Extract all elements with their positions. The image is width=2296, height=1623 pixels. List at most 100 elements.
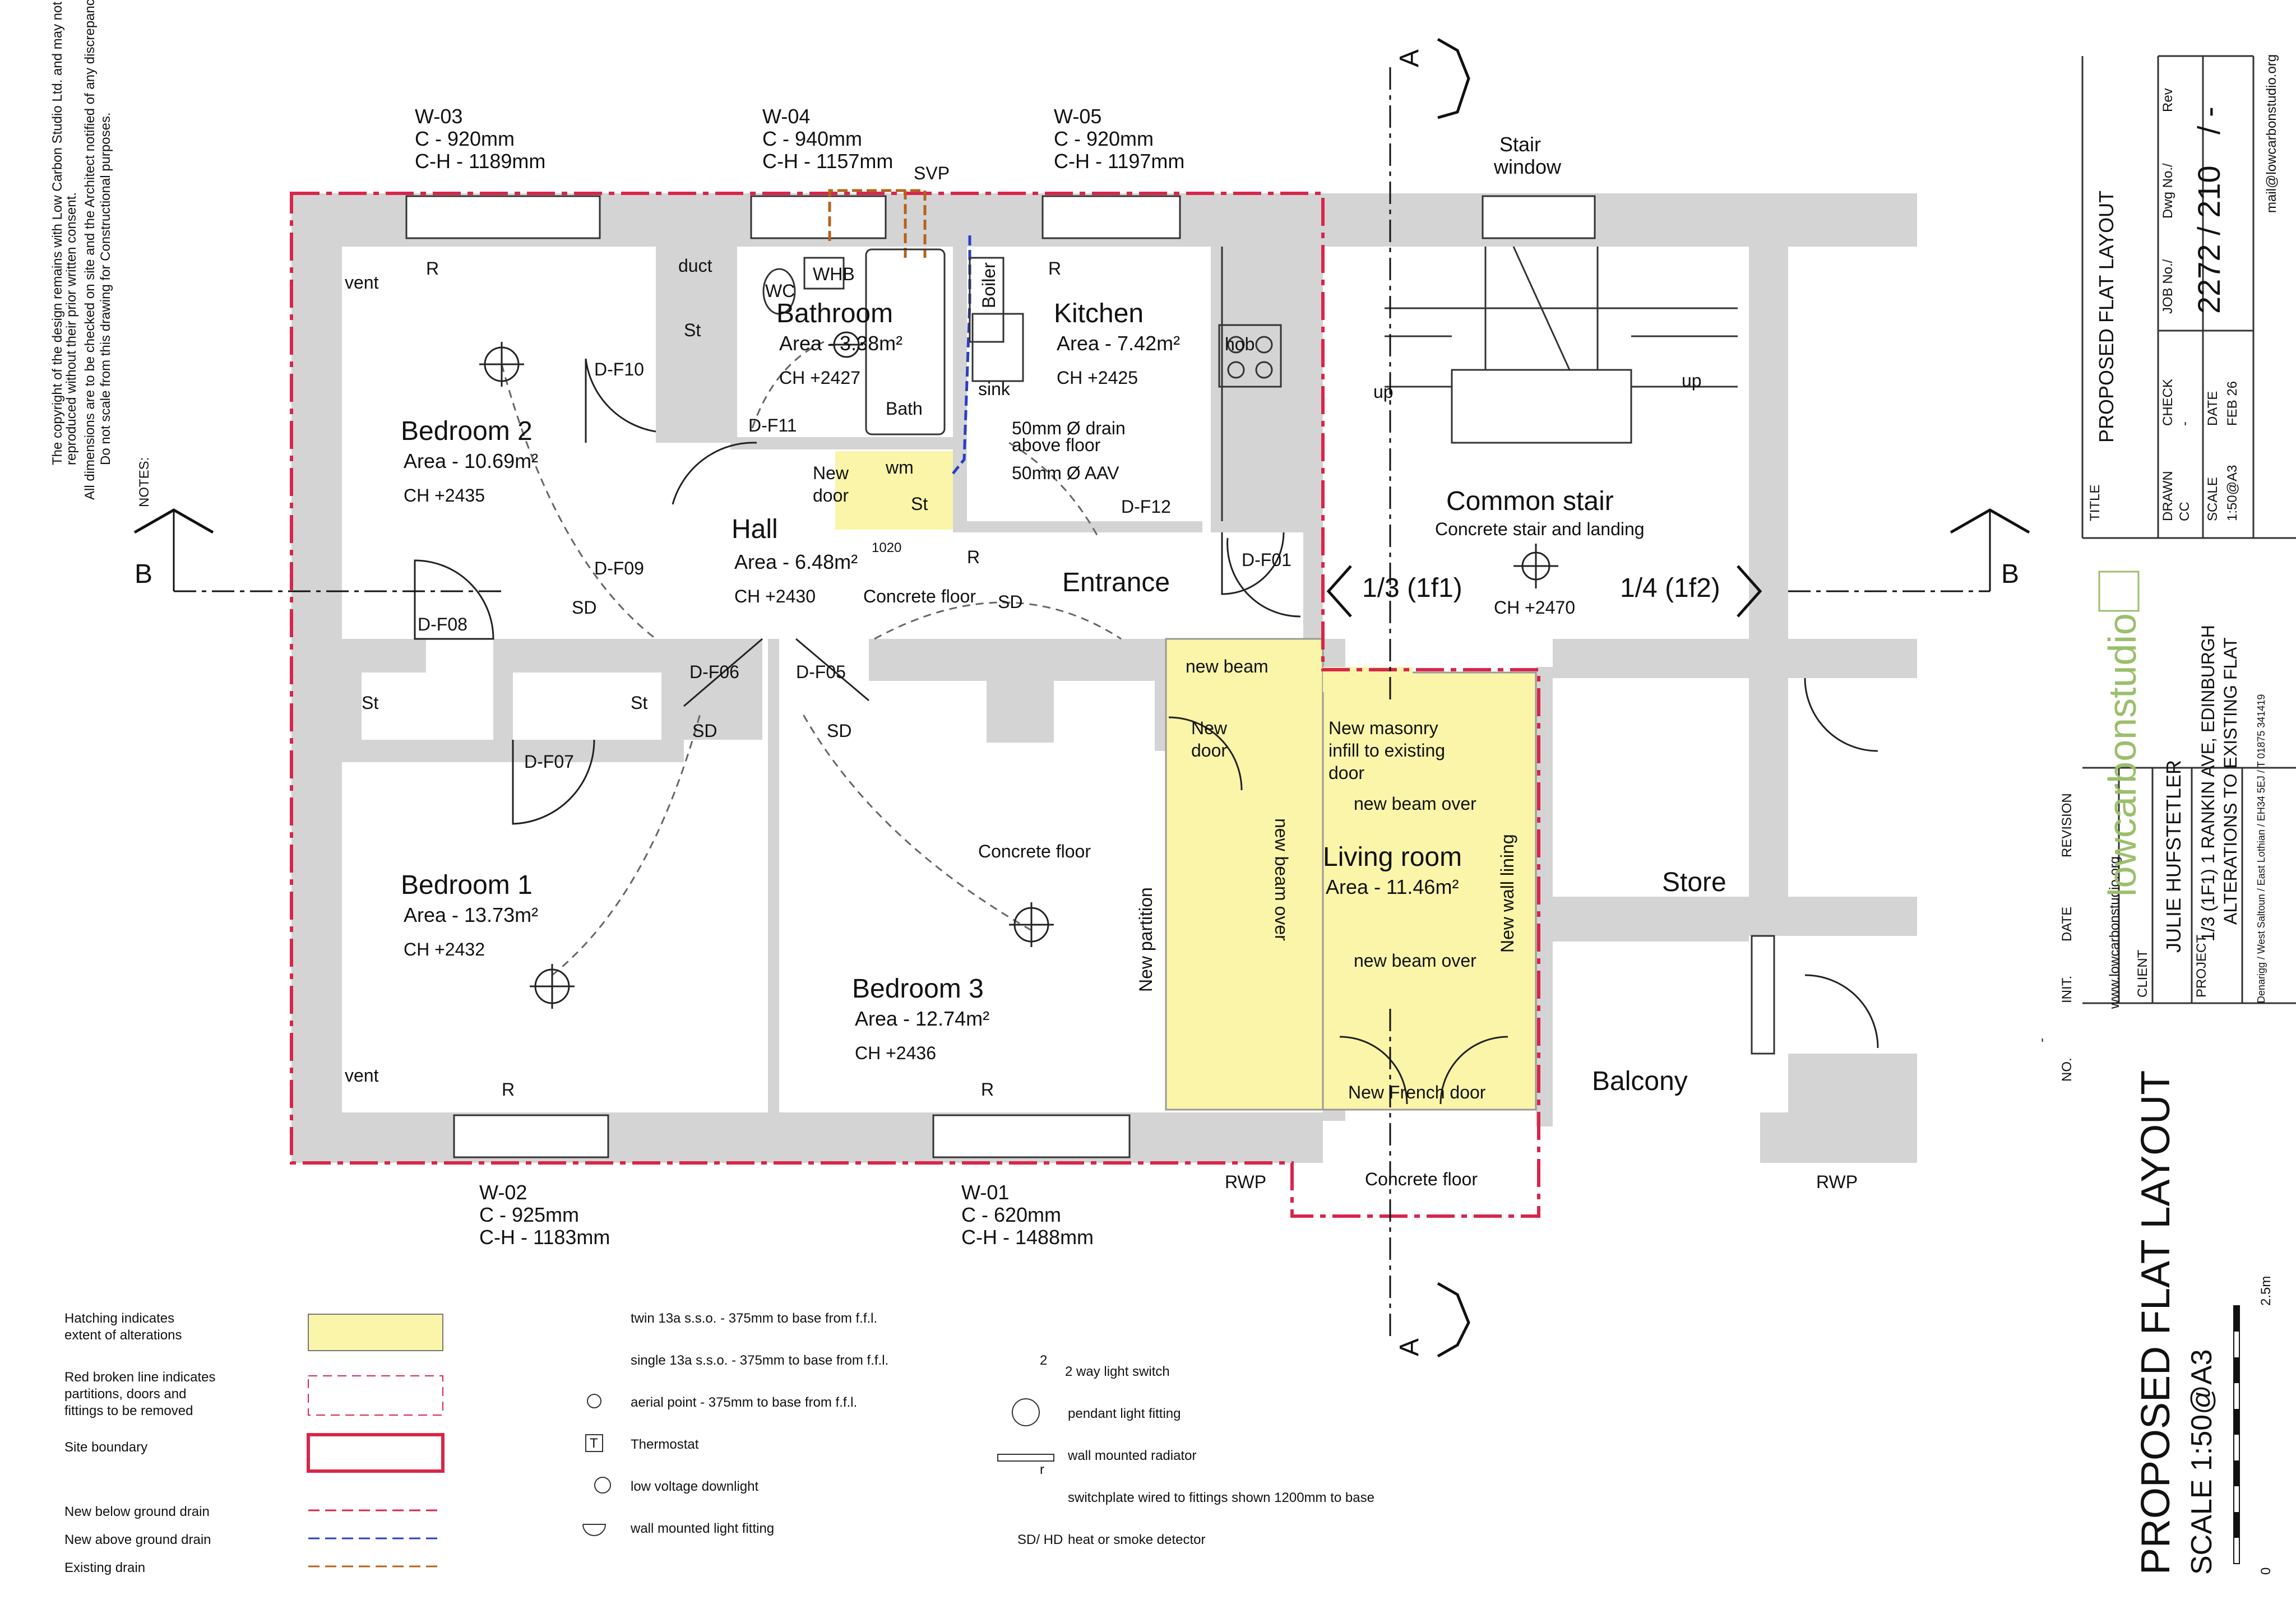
legend-hatch-2: extent of alterations: [64, 1328, 182, 1343]
door-df12: [1221, 532, 1285, 595]
window-w01: [932, 1114, 1131, 1158]
st-mid: [493, 673, 513, 740]
kitchen-ch: CH +2425: [1057, 368, 1138, 388]
new-wall-lining-label: New wall lining: [1497, 834, 1517, 953]
window-w04: [750, 195, 887, 239]
stair-north-wall: [1323, 193, 1917, 247]
flat-1f2: 1/4 (1f2): [1620, 573, 1720, 603]
bath-fixtures: [762, 247, 1282, 521]
door-df07: [512, 739, 595, 825]
living-name: Living room: [1323, 842, 1462, 872]
drawn-value: CC: [2177, 502, 2192, 521]
radiator-symbol: r: [1040, 1462, 1044, 1477]
hatch-wm: [835, 451, 953, 530]
window-labels: W-03 C - 920mm C-H - 1189mm W-04 C - 940…: [415, 105, 1184, 1249]
copyright-line-2: reproduced without their prior written c…: [64, 192, 79, 465]
drain-label: 50mm Ø drain: [1012, 418, 1126, 438]
west-wall: [291, 193, 342, 1163]
bedroom1-ch: CH +2432: [404, 939, 485, 959]
svp-label: SVP: [914, 163, 950, 183]
door-df05: [795, 638, 869, 702]
common-ch: CH +2470: [1494, 597, 1575, 618]
dwg-label: Dwg No./: [2160, 163, 2175, 219]
east-stub: [1788, 639, 1917, 678]
copyright-line-1: The copyright of the design remains with…: [50, 0, 65, 465]
client-name: JULIE HUFSTETLER: [2162, 760, 2185, 953]
door-df08: [414, 559, 494, 640]
legend-smoke: heat or smoke detector: [1068, 1532, 1205, 1547]
kitchen-name: Kitchen: [1054, 299, 1144, 328]
scale-max: 2.5m: [2258, 1276, 2274, 1306]
closet-left-wall: [348, 644, 426, 673]
window-w05: [1041, 195, 1181, 239]
kitchen-south-wall: [967, 521, 1202, 532]
legend-red-swatch: [308, 1375, 443, 1416]
legend-single: single 13a s.s.o. - 375mm to base from f…: [631, 1353, 888, 1368]
french-door-swing: [1339, 1036, 1508, 1105]
balcony-wall: [1788, 1054, 1917, 1121]
title-label: TITLE: [2087, 485, 2103, 521]
drawn-label: DRAWN: [2160, 471, 2175, 521]
entrance-name: Entrance: [1062, 568, 1170, 597]
alteration-hatching: [835, 451, 1537, 1111]
store-wall: [1788, 897, 1917, 936]
scale-value: 1:50@A3: [2225, 465, 2240, 521]
project-line-2: ALTERATIONS TO EXISTING FLAT: [2220, 637, 2241, 925]
door-label-df06: D-F06: [689, 662, 739, 682]
radiator-icon: [997, 1454, 1054, 1462]
big-title: PROPOSED FLAT LAYOUT: [2133, 1070, 2178, 1575]
door-df09: [672, 442, 757, 505]
beam-over-2: new beam over: [1354, 950, 1476, 971]
balcony-name: Balcony: [1592, 1066, 1688, 1096]
stair-window-label: Stair: [1499, 133, 1541, 156]
legend-below: New below ground drain: [64, 1504, 210, 1519]
downlight-icon: [594, 1477, 611, 1494]
legend-existing: Existing drain: [64, 1560, 145, 1575]
beam-over-vertical: new beam over: [1271, 818, 1292, 941]
masonry-label-2: infill to existing: [1328, 740, 1445, 761]
hall-area: Area - 6.48m²: [734, 550, 858, 573]
existing-drain: [828, 189, 927, 258]
bedroom3-area: Area - 12.74m²: [855, 1007, 989, 1030]
east-wall-stair: [1749, 247, 1788, 936]
up-left: up: [1373, 382, 1394, 402]
w02-ch: C-H - 1183mm: [479, 1226, 610, 1249]
rwp-1: RWP: [1225, 1172, 1266, 1192]
hatch-new-partition: [1165, 638, 1324, 1111]
new-door2-label: New: [1191, 718, 1228, 738]
bedroom3-ch: CH +2436: [855, 1043, 936, 1063]
radiator-r-5: R: [981, 1079, 994, 1100]
address: Denarigg / West Saltoun / East Lothian /…: [2256, 694, 2267, 1003]
common-name: Common stair: [1446, 486, 1614, 516]
thermostat-symbol: T: [590, 1436, 598, 1451]
stair-window-label-2: window: [1493, 155, 1562, 178]
st-closet-1: St: [362, 693, 378, 713]
rev-head-dash: -: [2034, 1038, 2049, 1042]
window-w02: [453, 1114, 609, 1158]
rwp-2: RWP: [1816, 1172, 1858, 1192]
bedroom1-name: Bedroom 1: [401, 870, 533, 900]
legend-hatch-swatch: [308, 1314, 443, 1351]
new-partition-label: New partition: [1136, 887, 1156, 992]
check-value: -: [2177, 421, 2192, 426]
new-door-label: New: [813, 463, 849, 483]
w03-ch: C-H - 1189mm: [415, 150, 545, 173]
concrete-floor-bed3: Concrete floor: [978, 841, 1091, 861]
sd-1: SD: [572, 597, 596, 618]
wall-light-icon: [582, 1524, 607, 1536]
drain-label-2: above floor: [1012, 435, 1101, 455]
store-name: Store: [1662, 868, 1726, 897]
rev-head-date: DATE: [2059, 907, 2075, 942]
st-label-1: St: [684, 320, 701, 340]
window-stair: [1482, 195, 1596, 239]
copyright-line-4: Do not scale from this drawing for Const…: [98, 112, 113, 465]
new-door-swing: [1168, 716, 1243, 791]
legend-red-2: partitions, doors and: [64, 1386, 186, 1402]
date-value: FEB 26: [2225, 381, 2240, 426]
website: www.lowcarbonstudio.org: [2107, 856, 2122, 1009]
rev-head-no: NO.: [2059, 1058, 2075, 1082]
w03-id: W-03: [415, 105, 462, 128]
duct-wall: [677, 247, 730, 443]
w05-c: C - 920mm: [1054, 127, 1154, 150]
